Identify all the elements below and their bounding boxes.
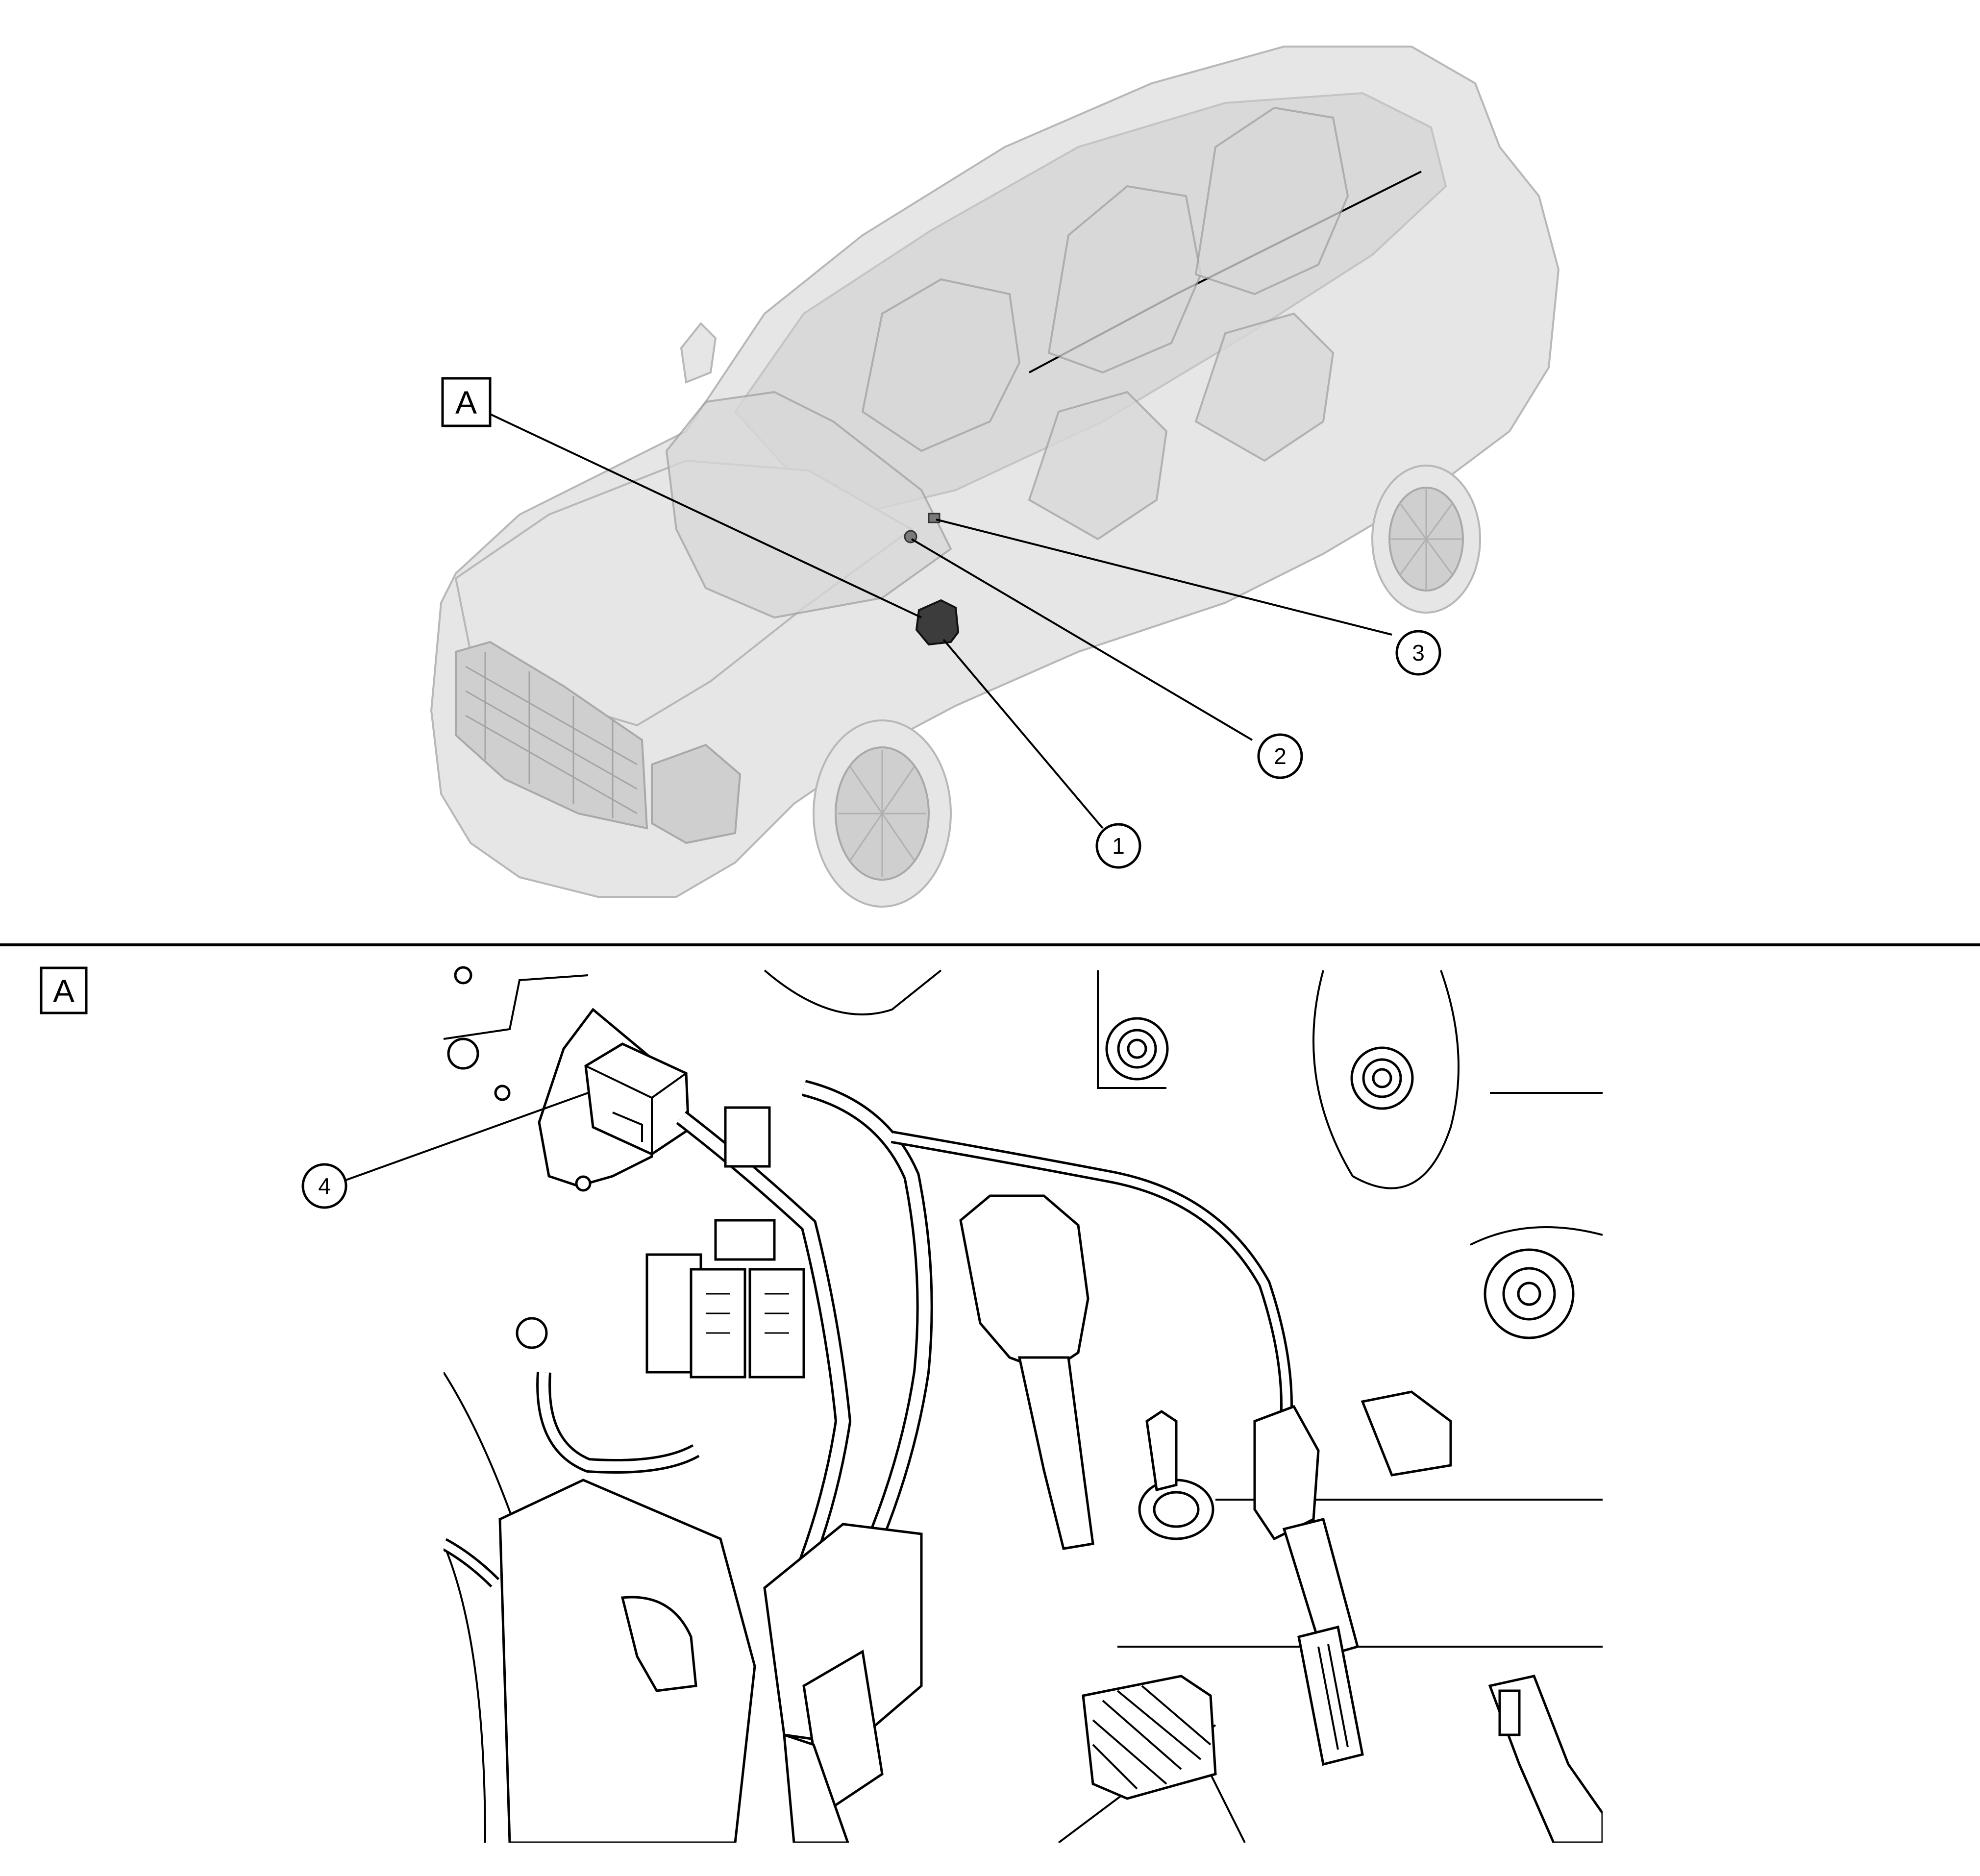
overview-leader-lines xyxy=(490,413,1392,829)
detail-view-a xyxy=(444,966,1603,1843)
callout-number: 4 xyxy=(318,1173,331,1199)
callout-number: 2 xyxy=(1274,743,1287,769)
view-label-text: A xyxy=(53,973,74,1009)
view-label-a-overview: A xyxy=(441,377,492,427)
callout-number: 3 xyxy=(1412,640,1425,666)
callout-1: 1 xyxy=(1095,823,1141,869)
detail-leader-line xyxy=(343,1092,589,1182)
component-3-sensor xyxy=(928,513,940,523)
callout-3: 3 xyxy=(1395,630,1441,676)
view-label-a-detail: A xyxy=(40,966,88,1014)
callout-number: 1 xyxy=(1112,833,1125,859)
callout-2: 2 xyxy=(1257,733,1303,779)
component-1-module xyxy=(915,599,960,646)
view-label-text: A xyxy=(455,384,477,420)
callout-4: 4 xyxy=(301,1163,347,1209)
vehicle-overview xyxy=(430,46,1560,908)
